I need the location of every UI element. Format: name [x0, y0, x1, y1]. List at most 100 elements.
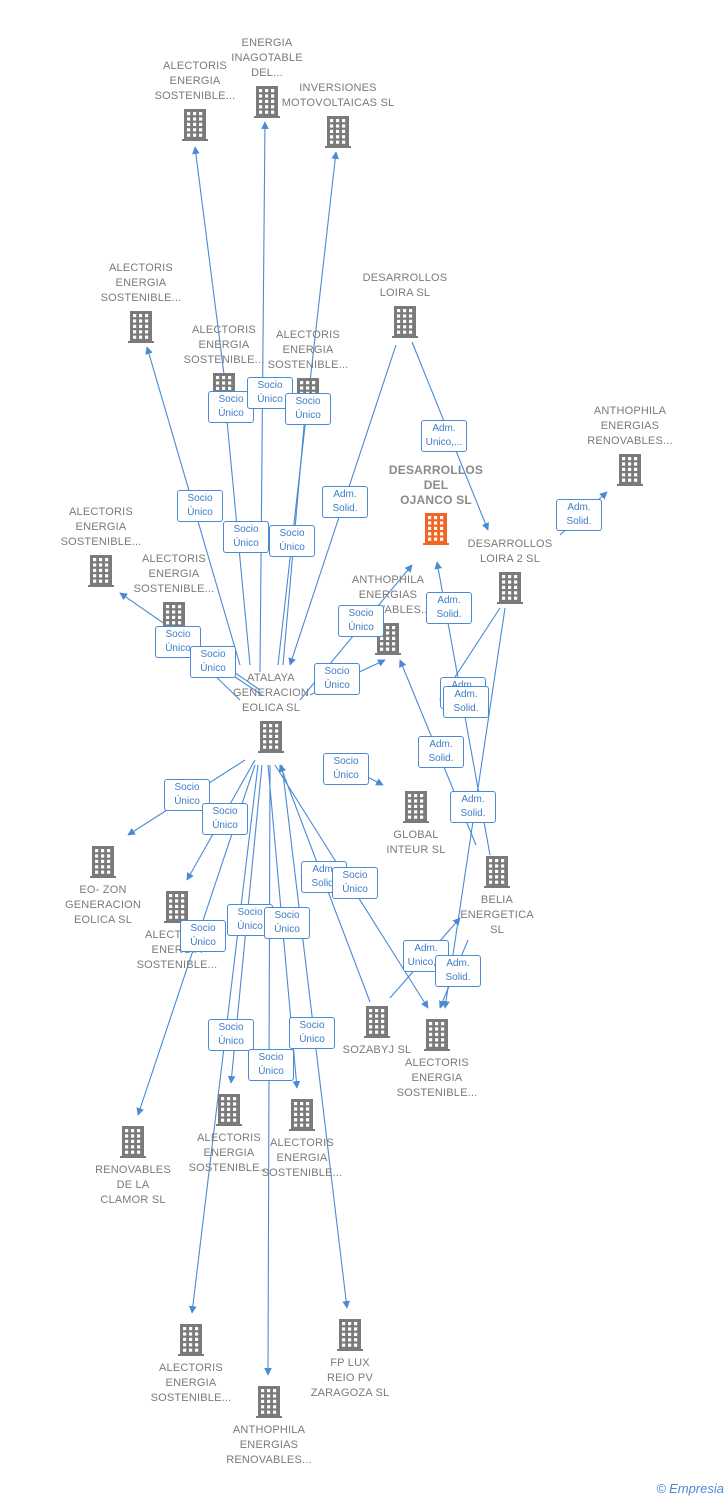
relation-badge-line: Socio [295, 396, 321, 407]
company-label-line: ALECTORIS [159, 1362, 223, 1374]
relation-badge-line: Adm. [414, 943, 438, 954]
relation-badge-line: Unico,... [407, 957, 445, 968]
company-label-line: DESARROLLOS [362, 272, 448, 284]
company-label-line: SOZABYJ SL [342, 1044, 412, 1056]
company-label-line: INVERSIONES [299, 82, 377, 94]
relation-badge[interactable]: Adm.Solid. [556, 499, 602, 531]
relation-badge-line: Único [342, 884, 368, 895]
company-label-line: ENERGIA [198, 339, 250, 351]
company-label-line: ALECTORIS [163, 60, 227, 72]
building-icon [181, 108, 209, 147]
company-label-line: GLOBAL [393, 829, 439, 841]
company-label: SOZABYJ SL [312, 1043, 442, 1058]
relation-badge-line: Único [187, 507, 213, 518]
relation-badge[interactable]: Adm. Solid. [418, 736, 464, 768]
company-label-line: ENERGIA [276, 1152, 328, 1164]
company-label-line: RENOVABLES... [587, 435, 673, 447]
relation-badge-line: Único [333, 770, 359, 781]
company-label-line: ENERGIA [165, 1377, 217, 1389]
relation-badge[interactable]: Adm.Unico,... [421, 420, 467, 452]
building-icon [89, 845, 117, 884]
relation-badge-line: Unico,... [425, 437, 463, 448]
relation-badge-line: Solid. [453, 703, 479, 714]
company-label-line: SL [490, 924, 504, 936]
relation-badge-line: Único [295, 410, 321, 421]
company-label-line: ENERGIA [169, 75, 221, 87]
company-label-line: ENERGIA [75, 521, 127, 533]
relation-badge-line: Adm. [437, 595, 461, 606]
company-label-line: DEL [423, 478, 449, 492]
building-icon [177, 1323, 205, 1362]
relation-badge-line: Socio [187, 493, 213, 504]
company-label-line: EO- ZON [79, 884, 127, 896]
building-icon [215, 1093, 243, 1132]
relation-badge[interactable]: Adm.Solid. [435, 955, 481, 987]
relation-badge-line: Socio [348, 608, 374, 619]
relation-badge[interactable]: Adm.Solid. [426, 592, 472, 624]
company-label-line: CLAMOR SL [100, 1194, 166, 1206]
building-icon [336, 1318, 364, 1357]
company-label-line: SOSTENIBLE... [267, 359, 349, 371]
relation-edge [192, 146, 227, 391]
relation-badge-line: Socio [274, 910, 300, 921]
relation-badge[interactable]: Adm. Solid. [322, 486, 368, 518]
company-label-line: ALECTORIS [405, 1057, 469, 1069]
relation-badge-line: Solid. [332, 503, 358, 514]
company-label-line: SOSTENIBLE... [261, 1167, 343, 1179]
relation-badge-line: Socio [200, 649, 226, 660]
company-label-line: ENERGIAS [358, 589, 418, 601]
empresia-logo: ©Empresia [656, 1481, 724, 1496]
relation-badge-line: Único [274, 924, 300, 935]
company-label-line: ENERGIA [411, 1072, 463, 1084]
relation-badge-line: Único [190, 937, 216, 948]
company-label-line: DESARROLLOS [467, 538, 553, 550]
relation-badge-line: Socio [279, 528, 305, 539]
company-label-line: ALECTORIS [270, 1137, 334, 1149]
relation-badge[interactable]: Adm.Solid. [450, 791, 496, 823]
company-label-line: SOSTENIBLE... [100, 292, 182, 304]
relation-badge-line: Adm. [429, 739, 453, 750]
relation-badge-line: Adm. [333, 489, 357, 500]
relation-badge-line: Único [324, 680, 350, 691]
relation-badge-line: Solid. [428, 753, 454, 764]
relation-badge-line: Único [233, 538, 259, 549]
company-label-line: ALECTORIS [197, 1132, 261, 1144]
company-label-line: FP LUX [330, 1357, 370, 1369]
relation-badge-line: Único [348, 622, 374, 633]
relation-badge-line: Adm. [567, 502, 591, 513]
company-label-line: SOSTENIBLE... [188, 1162, 270, 1174]
relation-badge-line: Socio [324, 666, 350, 677]
company-label-line: LOIRA SL [379, 287, 431, 299]
building-icon [288, 1098, 316, 1137]
relation-badge[interactable]: Adm.Solid. [443, 686, 489, 718]
relation-badge-line: Socio [233, 524, 259, 535]
company-label-line: ALECTORIS [142, 553, 206, 565]
relation-badge-line: Socio [257, 380, 283, 391]
